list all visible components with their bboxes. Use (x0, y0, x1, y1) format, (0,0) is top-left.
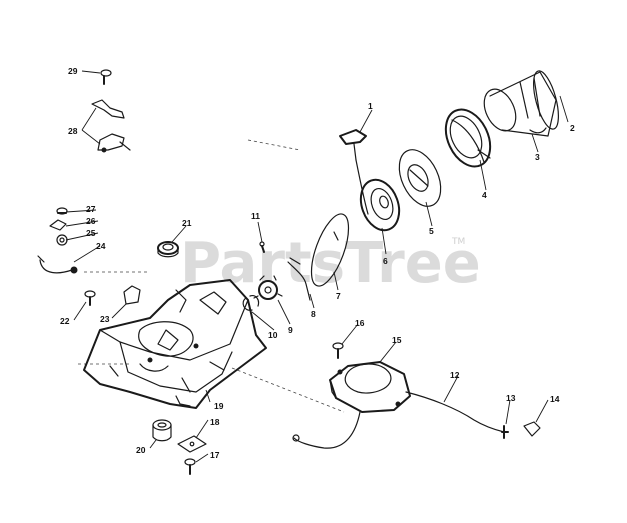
callout-17: 17 (210, 450, 220, 460)
callout-27: 27 (86, 204, 96, 214)
part-26-clip (49, 219, 67, 231)
callout-16: 16 (355, 318, 365, 328)
callout-25: 25 (86, 228, 96, 238)
callout-26: 26 (86, 216, 96, 226)
part-25-nut (56, 234, 68, 246)
callout-3: 3 (535, 152, 540, 162)
callout-24: 24 (96, 241, 106, 251)
callout-22: 22 (60, 316, 70, 326)
part-7-disc (310, 213, 350, 287)
callout-18: 18 (210, 417, 220, 427)
part-28-bracket (91, 99, 131, 153)
callout-11: 11 (251, 211, 260, 221)
part-12-lead-wire (292, 391, 505, 449)
watermark-tm: TM (451, 237, 465, 247)
callout-28: 28 (68, 126, 78, 136)
callout-2: 2 (570, 123, 575, 133)
part-3-starter-ring (529, 127, 547, 134)
part-21-bushing (157, 241, 179, 258)
callout-19: 19 (214, 401, 224, 411)
callout-20: 20 (136, 445, 146, 455)
callout-9: 9 (288, 325, 293, 335)
part-4-recoil-cup (444, 108, 492, 168)
callout-labels: 1 2 3 4 5 6 7 8 9 10 12 11 13 14 15 16 1… (60, 66, 575, 460)
callout-6: 6 (383, 256, 388, 266)
watermark: PartsTree TM (180, 231, 481, 296)
watermark-text: PartsTree (180, 231, 481, 296)
part-22-screw (84, 290, 96, 306)
part-5-spring-cover (398, 149, 442, 207)
part-20-bushing (152, 419, 172, 442)
callout-21: 21 (182, 218, 192, 228)
part-23-stud (123, 285, 141, 305)
part-24-lead-wire (37, 255, 78, 274)
callout-23: 23 (100, 314, 110, 324)
part-14-terminal (523, 421, 541, 437)
part-13-connector (501, 425, 509, 439)
part-8-spring (287, 257, 311, 301)
part-10-ring (242, 295, 260, 311)
part-1-handle (339, 129, 369, 215)
callout-5: 5 (429, 226, 434, 236)
callout-4: 4 (482, 190, 487, 200)
callout-29: 29 (68, 66, 78, 76)
part-15-ignition-module (329, 361, 411, 413)
callout-14: 14 (550, 394, 560, 404)
part-16-screw (332, 342, 344, 359)
leader-lines (65, 70, 569, 463)
part-2-starter-housing (483, 70, 559, 137)
part-27-screw (56, 207, 68, 215)
part-9-ratchet (253, 275, 283, 300)
callout-10: 10 (268, 330, 278, 340)
callout-13: 13 (506, 393, 516, 403)
callout-1: 1 (368, 101, 373, 111)
part-6-pulley (359, 178, 401, 232)
part-19-housing (83, 279, 267, 409)
part-17-screw (184, 458, 196, 475)
callout-15: 15 (392, 335, 402, 345)
callout-7: 7 (336, 291, 341, 301)
part-18-plate (177, 435, 207, 453)
part-29-screw (100, 69, 112, 85)
callout-12: 12 (450, 370, 460, 380)
callout-8: 8 (311, 309, 316, 319)
